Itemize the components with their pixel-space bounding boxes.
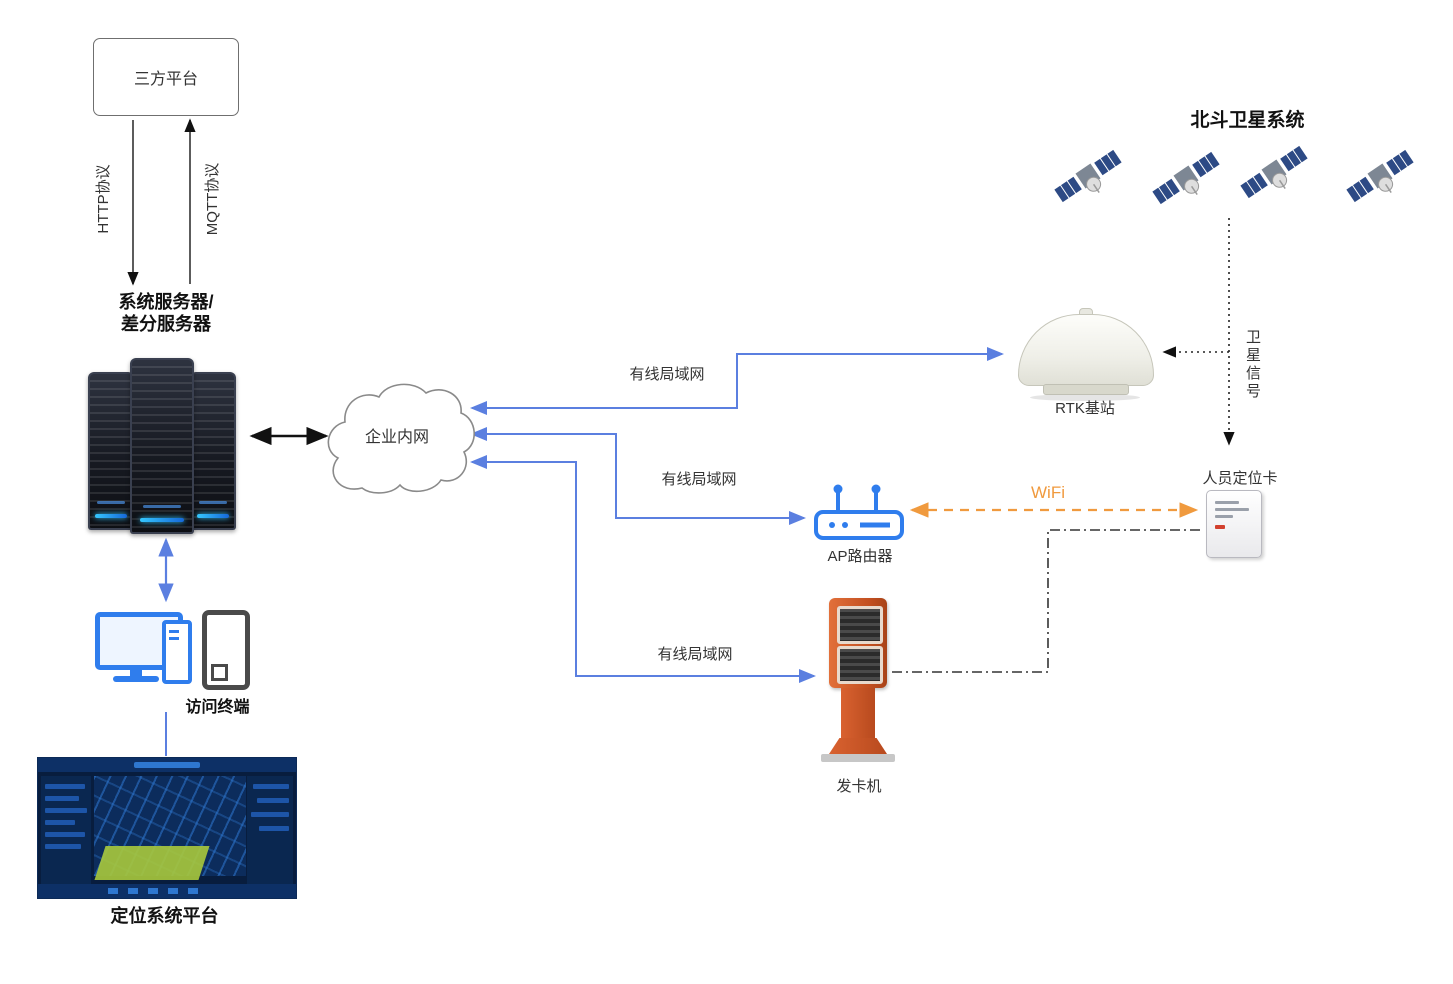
server-rack-icon <box>88 358 240 534</box>
rtk-label: RTK基站 <box>1055 400 1115 417</box>
satellite-icon <box>1344 148 1416 204</box>
edge-lan-card <box>470 455 816 683</box>
edge-label-mqtt: MQTT协议 <box>204 162 221 236</box>
edge-label-http: HTTP协议 <box>95 164 112 234</box>
edge-label-lan-card: 有线局域网 <box>636 646 754 664</box>
platform-label: 定位系统平台 <box>110 906 219 926</box>
terminal-label: 访问终端 <box>185 699 250 716</box>
node-third-party: 三方平台 <box>93 38 239 116</box>
edge-label-satellite-signal: 卫星信号 <box>1244 329 1261 401</box>
personnel-card-icon <box>1206 490 1262 558</box>
ap-router-label: AP路由器 <box>827 548 893 565</box>
satellite-icon <box>1150 150 1222 206</box>
card-machine-label: 发卡机 <box>836 778 882 795</box>
server-label: 系统服务器/ 差分服务器 <box>60 292 272 335</box>
edge-lan-rtk <box>470 347 1004 415</box>
platform-screenshot <box>38 758 296 898</box>
rtk-dome-base <box>1043 384 1129 395</box>
monitor-stand <box>130 668 142 676</box>
beidou-title: 北斗卫星系统 <box>1190 110 1305 131</box>
rtk-dome-shadow <box>1030 394 1140 401</box>
server-label-line2: 差分服务器 <box>121 313 211 334</box>
server-label-line1: 系统服务器/ <box>118 292 214 312</box>
tablet-icon <box>202 610 250 690</box>
cloud-shape <box>327 383 475 494</box>
edge-label-lan-rtk: 有线局域网 <box>608 366 726 384</box>
card-machine-icon <box>821 598 895 762</box>
intranet-label: 企业内网 <box>364 429 429 446</box>
monitor-base <box>113 676 159 682</box>
personnel-card-label: 人员定位卡 <box>1202 470 1278 487</box>
edge-cardmachine-badge <box>892 529 1202 673</box>
pc-tower-icon <box>162 620 192 684</box>
third-party-label: 三方平台 <box>133 71 198 88</box>
wifi-router-icon <box>814 484 904 540</box>
edge-label-wifi: WiFi <box>1014 483 1082 504</box>
satellite-icon <box>1052 148 1124 204</box>
satellite-icon <box>1238 144 1310 200</box>
edge-label-lan-ap: 有线局域网 <box>640 471 758 489</box>
